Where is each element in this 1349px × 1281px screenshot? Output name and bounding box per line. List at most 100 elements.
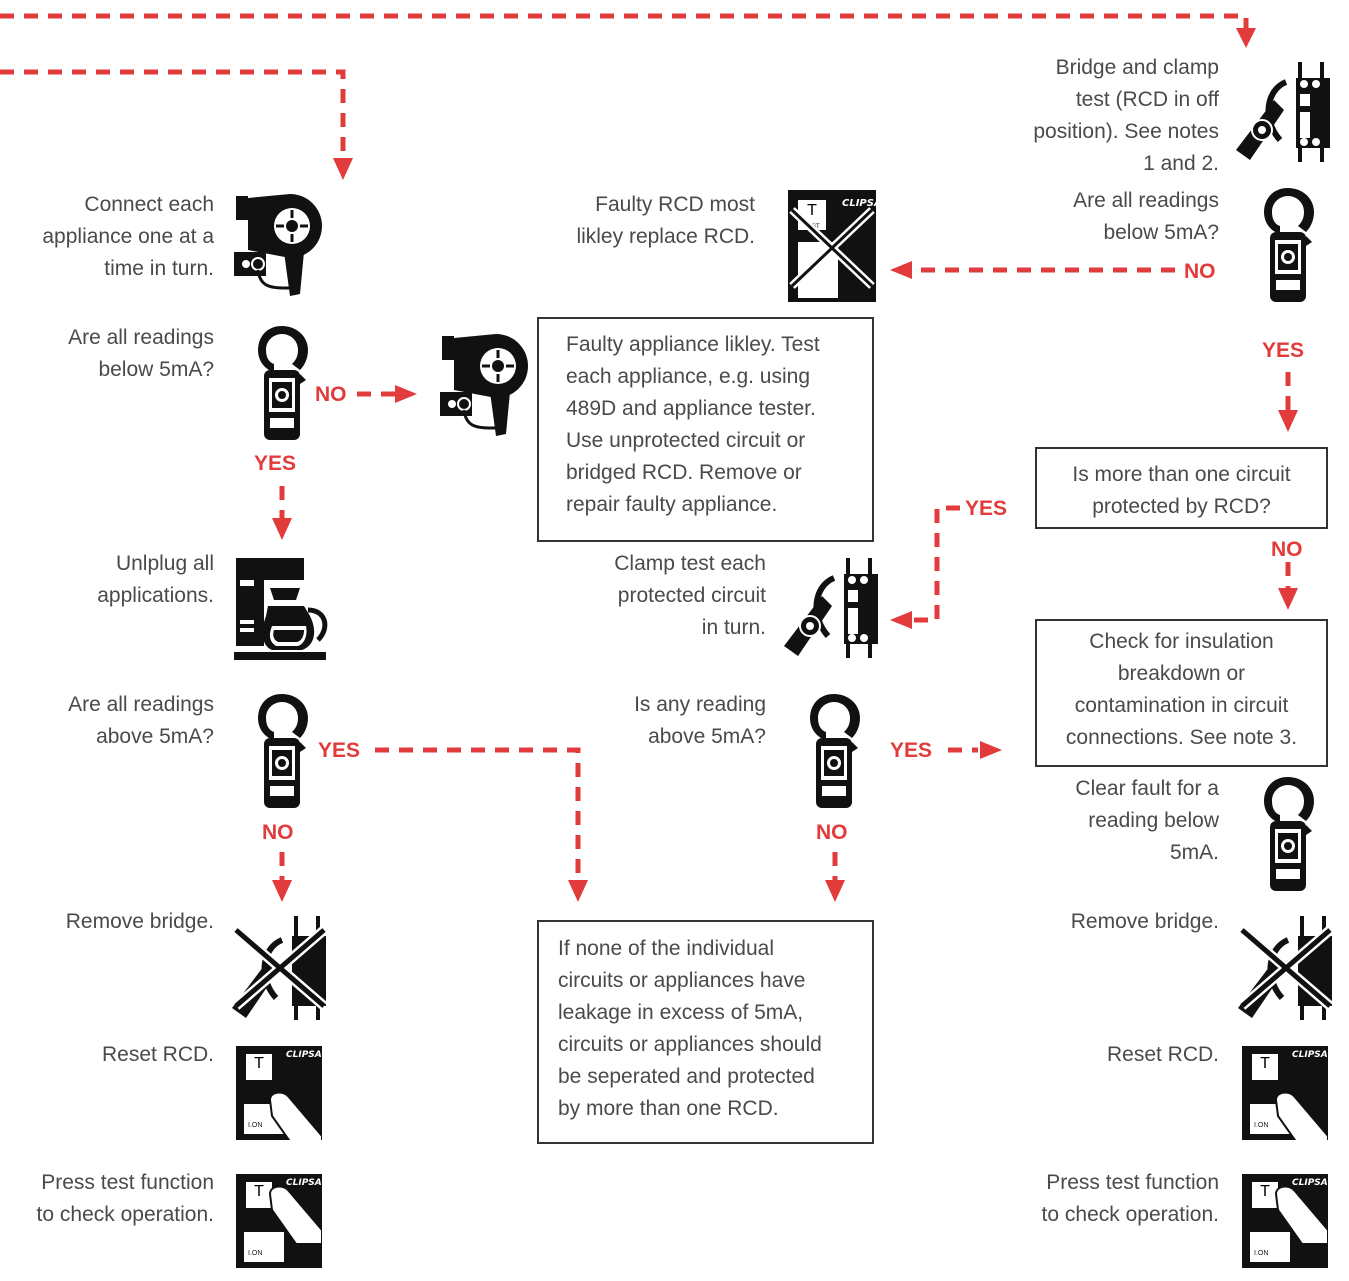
label-yes-right: YES xyxy=(1262,339,1305,362)
line: Are all readings xyxy=(1073,189,1219,212)
line: Bridge and clamp xyxy=(1055,56,1219,79)
arrowhead-2 xyxy=(333,158,353,180)
line: Connect each xyxy=(84,193,214,216)
rcd-press-icon: CLIPSAL T TEST I.ON xyxy=(1242,1046,1328,1140)
crossed-out-icon xyxy=(1238,916,1334,1020)
clamp-meter-icon xyxy=(810,694,860,808)
right-remove-bridge-text: Remove bridge. xyxy=(1070,910,1219,933)
on-label: I.ON xyxy=(248,1250,263,1257)
arrowhead-8 xyxy=(890,611,912,629)
toggle-slot xyxy=(1250,1232,1290,1262)
label-yes-more: YES xyxy=(965,497,1008,520)
t-label: T xyxy=(1260,1183,1270,1200)
clamp-meter-icon xyxy=(1264,188,1314,302)
line: 1 and 2. xyxy=(1143,152,1219,175)
toggle-slot xyxy=(244,1232,284,1262)
rcd-icon: CLIPSAL T TEST xyxy=(788,190,888,302)
line: Are all readings xyxy=(68,326,214,349)
label-no-left: NO xyxy=(315,383,347,406)
crossed-out-icon xyxy=(232,916,328,1020)
more-than-one-text: Is more than one circuit protected by RC… xyxy=(1037,459,1326,523)
t-label: T xyxy=(1260,1055,1270,1072)
clamp-meter-icon xyxy=(258,694,308,808)
cross-mark xyxy=(789,207,875,289)
line: contamination in circuit xyxy=(1074,694,1289,717)
line: appliance one at a xyxy=(42,225,214,248)
rcd-press-icon: CLIPSAL T TEST I.ON xyxy=(236,1046,322,1140)
clamp-meter-icon xyxy=(258,326,308,440)
line: by more than one RCD. xyxy=(558,1097,779,1120)
rcd-press-icon: CLIPSAL T TEST I.ON xyxy=(236,1174,322,1268)
arrowhead-1 xyxy=(1236,28,1256,48)
arrowhead-3 xyxy=(890,261,912,279)
test-label: TEST xyxy=(251,1204,267,1210)
label-yes-above: YES xyxy=(318,739,361,762)
arrowhead-11 xyxy=(825,880,845,902)
insulation-text: Check for insulation breakdown or contam… xyxy=(1037,626,1326,754)
line: reading below xyxy=(1088,809,1219,832)
hairdryer-icon xyxy=(440,334,528,436)
test-label: TEST xyxy=(1257,1204,1273,1210)
line: Check for insulation xyxy=(1089,630,1274,653)
finger-shape xyxy=(268,1185,322,1244)
clamp-each-text: Clamp test each protected circuit in tur… xyxy=(614,548,766,644)
line: test (RCD in off xyxy=(1075,88,1219,111)
label-no-more: NO xyxy=(1271,538,1303,561)
finger-shape xyxy=(1274,1091,1328,1140)
line: Faulty RCD most xyxy=(595,193,755,216)
t-label: T xyxy=(254,1055,264,1072)
readings-above-question: Are all readings above 5mA? xyxy=(68,689,214,753)
remove-bridge-text: Remove bridge. xyxy=(65,910,214,933)
line: repair faulty appliance. xyxy=(566,493,778,516)
brand-label: CLIPSAL xyxy=(1292,1050,1328,1060)
line: leakage in excess of 5mA, xyxy=(558,1001,804,1024)
line: Is more than one circuit xyxy=(1072,463,1291,486)
line: Is any reading xyxy=(634,693,766,716)
unplug-text: Unlplug all applications. xyxy=(97,548,214,612)
line: Use unprotected circuit or xyxy=(566,429,806,452)
on-label: I.ON xyxy=(1254,1250,1269,1257)
label-yes-any: YES xyxy=(890,739,933,762)
line: applications. xyxy=(97,584,214,607)
line: 5mA. xyxy=(1169,841,1219,864)
right-readings-below-question: Are all readings below 5mA? xyxy=(1073,185,1219,249)
finger-shape xyxy=(268,1091,322,1140)
brand-label: CLIPSAL xyxy=(286,1178,322,1188)
t-button: T xyxy=(244,1052,274,1082)
arrowhead-4 xyxy=(395,385,417,403)
arrow-yes-to-none-box xyxy=(375,747,581,880)
bridge-clamp-text: Bridge and clamp test (RCD in off positi… xyxy=(1033,52,1219,180)
rcd-press-icon: CLIPSAL T TEST I.ON xyxy=(1242,1174,1328,1268)
clamp-meter-icon xyxy=(1264,777,1314,891)
line: to check operation. xyxy=(1041,1203,1219,1226)
arrowhead-6 xyxy=(1278,410,1298,432)
coffee-maker-icon xyxy=(234,558,328,660)
finger-shape xyxy=(1274,1185,1328,1244)
t-button: T xyxy=(244,1180,274,1210)
arrowhead-7 xyxy=(1278,588,1298,610)
clamp-on-rcd-icon xyxy=(1236,62,1330,162)
line: Clamp test each xyxy=(614,552,766,575)
line: below 5mA? xyxy=(1103,221,1219,244)
faulty-rcd-text: Faulty RCD most likley replace RCD. xyxy=(576,189,755,253)
line: position). See notes xyxy=(1033,120,1219,143)
line: time in turn. xyxy=(104,257,214,280)
faulty-appliance-text: Faulty appliance likley. Test each appli… xyxy=(566,329,860,521)
reset-rcd-text: Reset RCD. xyxy=(101,1043,214,1066)
label-no-any: NO xyxy=(816,821,848,844)
line: protected circuit xyxy=(617,584,766,607)
line: protected by RCD? xyxy=(1092,495,1271,518)
press-test-text: Press test function to check operation. xyxy=(37,1167,214,1231)
on-label: I.ON xyxy=(1254,1122,1269,1129)
line: breakdown or xyxy=(1117,662,1246,685)
line: to check operation. xyxy=(36,1203,214,1226)
brand-label: CLIPSAL xyxy=(842,198,889,209)
line: each appliance, e.g. using xyxy=(566,365,811,388)
arrowhead-9 xyxy=(568,880,588,902)
clear-fault-text: Clear fault for a reading below 5mA. xyxy=(1075,773,1219,869)
brand-label: CLIPSAL xyxy=(1292,1178,1328,1188)
t-label: T xyxy=(254,1183,264,1200)
label-no-above: NO xyxy=(262,821,294,844)
test-label: TEST xyxy=(251,1076,267,1082)
line: Faulty appliance likley. Test xyxy=(566,333,820,356)
